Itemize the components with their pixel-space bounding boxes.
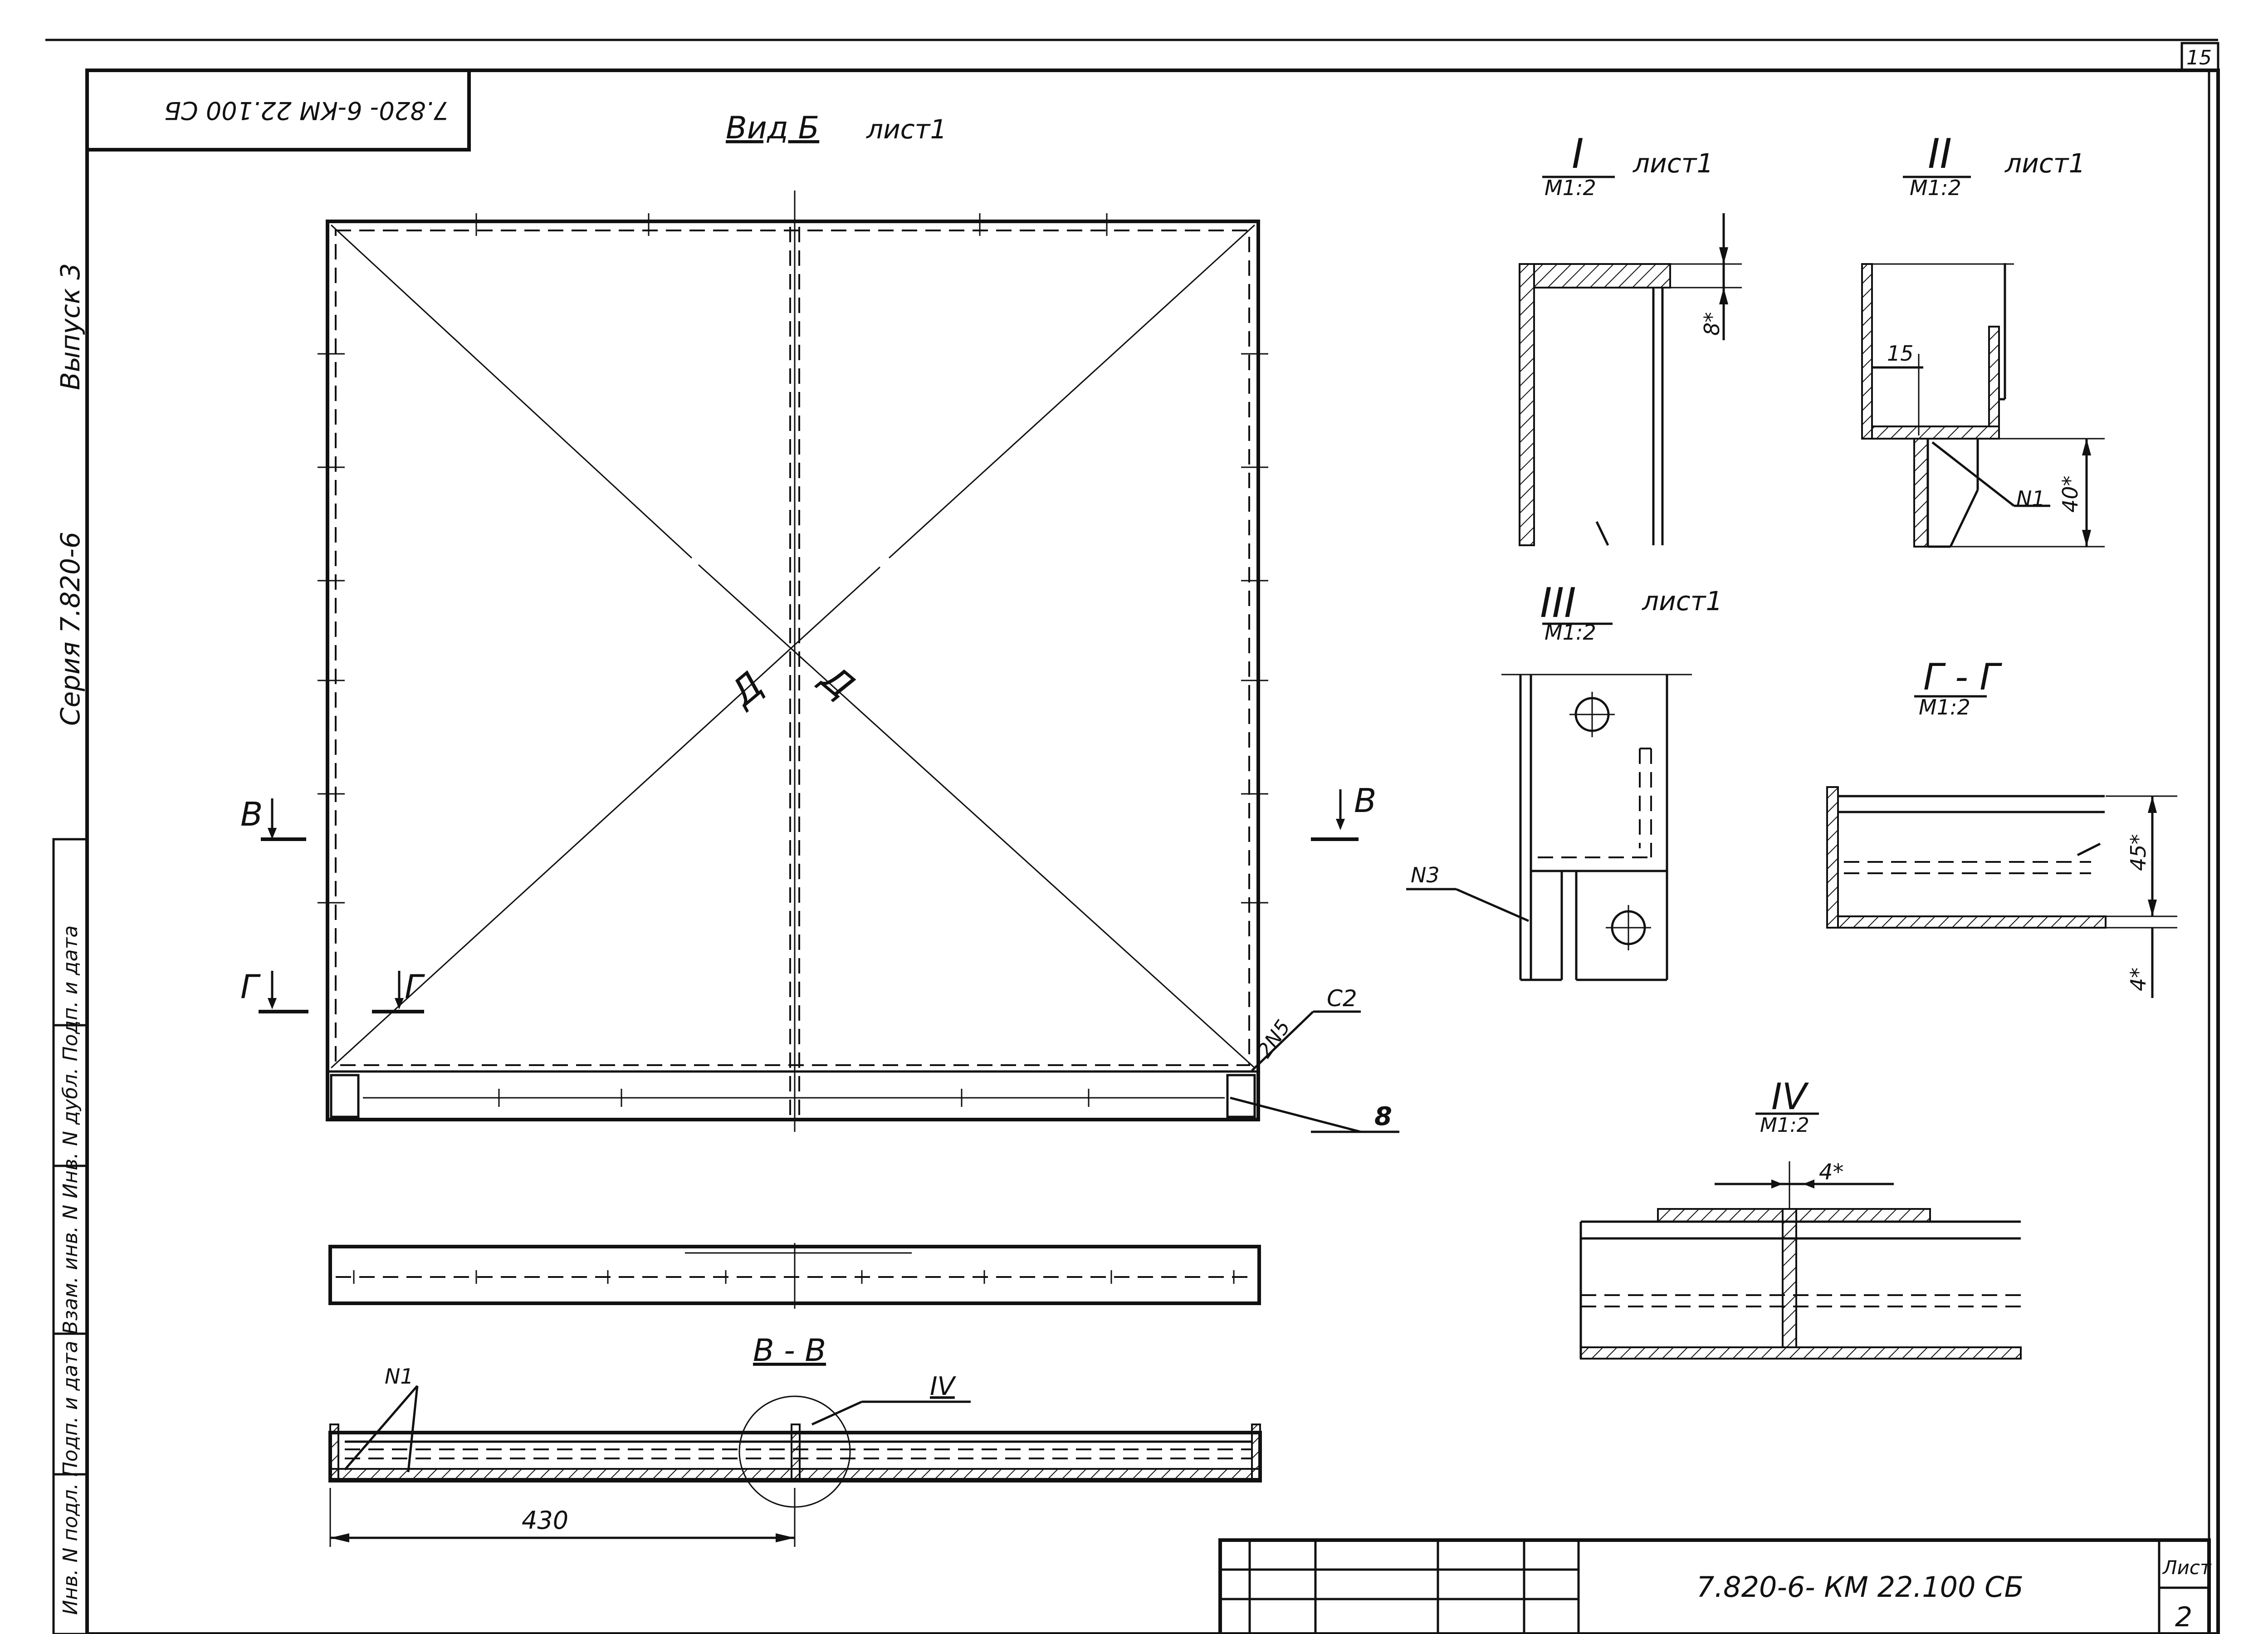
detail-iv-numeral: IV bbox=[1771, 1076, 1809, 1118]
cut-label-g2: Г bbox=[405, 968, 425, 1006]
detail-i-sheet-ref: лист1 bbox=[1633, 148, 1713, 179]
section-vv-n1: N1 bbox=[385, 1364, 414, 1389]
detail-iii-numeral: III bbox=[1540, 579, 1576, 627]
detail-iii-n3: N3 bbox=[1411, 863, 1440, 887]
item-8-label: 8 bbox=[1374, 1102, 1392, 1131]
title-code: 7.820-6- КМ 22.100 СБ bbox=[1696, 1570, 2024, 1604]
detail-iv-scale: М1:2 bbox=[1760, 1114, 1809, 1137]
cut-marker-v-left: В bbox=[240, 795, 306, 841]
cut-marker-g1: Г bbox=[240, 968, 308, 1013]
detail-iv-dim: 4* bbox=[1819, 1159, 1844, 1185]
sheet-frame: 15 bbox=[45, 39, 2220, 1634]
section-vv: В - В IV N1 430 bbox=[328, 1333, 1262, 1547]
rotated-stamp: 7.820- 6-КМ 22.100 СБ bbox=[85, 68, 471, 152]
left-margin: Выпуск 3 Серия 7.820-6 Инв. N подл. Подп… bbox=[52, 263, 88, 1634]
detail-ii: II М1:2 лист1 15 40* N1 bbox=[1861, 130, 2105, 548]
tick-marks bbox=[318, 213, 1268, 1107]
title-list-label: Лист bbox=[2162, 1556, 2212, 1579]
detail-ii-numeral: II bbox=[1928, 130, 1952, 178]
dim-430: 430 bbox=[522, 1506, 568, 1535]
cut-label-g1: Г bbox=[240, 968, 261, 1006]
section-gg-scale: М1:2 bbox=[1919, 695, 1970, 719]
section-gg: Г - Г М1:2 45* 4* bbox=[1826, 656, 2177, 998]
detail-iii-scale: М1:2 bbox=[1545, 620, 1596, 645]
diag-label-right: Д bbox=[812, 656, 862, 707]
stamp-rotated-text: 7.820- 6-КМ 22.100 СБ bbox=[164, 96, 449, 125]
view-b-title: Вид Б bbox=[726, 110, 819, 146]
title-block: 7.820-6- КМ 22.100 СБ Лист 2 bbox=[1218, 1538, 2212, 1634]
cut-label-v-left: В bbox=[240, 795, 263, 833]
view-b: Вид Б лист1 Д Д bbox=[240, 110, 1399, 1133]
detail-i-dim: 8* bbox=[1700, 312, 1724, 336]
detail-iii-sheet-ref: лист1 bbox=[1642, 586, 1722, 616]
diag-label-left: Д bbox=[721, 664, 771, 715]
detail-ii-scale: М1:2 bbox=[1910, 176, 1961, 200]
detail-i: I М1:2 лист1 8* bbox=[1519, 130, 1742, 546]
title-list-number: 2 bbox=[2175, 1601, 2192, 1633]
sheet-number: 15 bbox=[2186, 46, 2212, 69]
section-gg-title: Г - Г bbox=[1923, 656, 2002, 698]
cut-marker-v-right: В bbox=[1311, 782, 1376, 841]
side-vypusk: Выпуск 3 bbox=[55, 263, 86, 390]
side-seria: Серия 7.820-6 bbox=[55, 532, 86, 726]
cut-label-v-right: В bbox=[1354, 782, 1376, 820]
side-column-text: Инв. N подл. Подп. и дата Взам. инв. N И… bbox=[59, 925, 82, 1615]
detail-iii: III М1:2 лист1 N3 bbox=[1406, 579, 1722, 981]
detail-ii-sheet-ref: лист1 bbox=[2004, 148, 2085, 179]
cut-marker-g2: Г bbox=[372, 968, 425, 1013]
section-vv-title: В - В bbox=[753, 1333, 826, 1369]
detail-i-numeral: I bbox=[1572, 130, 1584, 178]
detail-ii-dim40: 40* bbox=[2058, 475, 2082, 513]
detail-iv: IV М1:2 4* bbox=[1579, 1076, 2022, 1360]
elevation-strip bbox=[328, 1243, 1261, 1309]
callout-iv: IV bbox=[930, 1372, 957, 1401]
detail-ii-n1: N1 bbox=[2016, 486, 2045, 511]
weld-label-side: С2 bbox=[1327, 985, 1357, 1012]
section-gg-dim45: 45* bbox=[2126, 834, 2151, 871]
detail-i-scale: М1:2 bbox=[1545, 176, 1596, 200]
detail-ii-dim15: 15 bbox=[1887, 341, 1914, 366]
view-b-sheet-ref: лист1 bbox=[866, 114, 947, 145]
section-gg-dim4: 4* bbox=[2126, 968, 2151, 991]
